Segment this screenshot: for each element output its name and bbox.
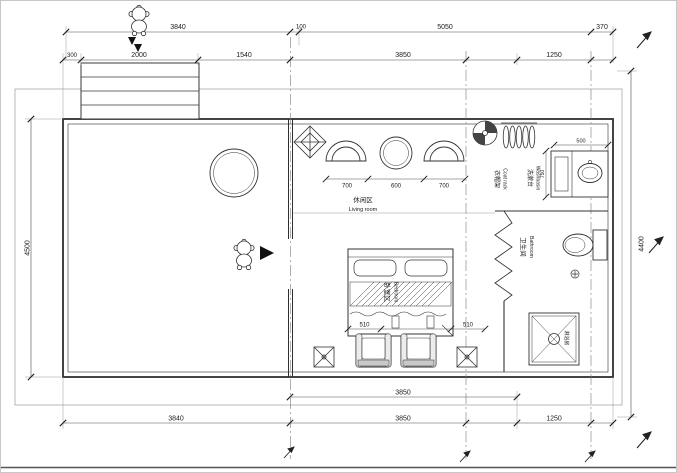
floor-socket-right	[456, 346, 478, 368]
dim-label: 4400	[639, 236, 646, 252]
dim-label: 1250	[546, 416, 562, 423]
round-table	[209, 148, 259, 198]
dim-washbasin-width	[550, 141, 612, 149]
dim-label: 600	[391, 184, 402, 190]
axis-end-mark-icon	[283, 446, 295, 459]
dim-ticks	[27, 115, 35, 381]
elevation-mark-top-right-icon	[636, 31, 652, 49]
bedroom-armchair-right	[400, 333, 437, 368]
dim-label: 3840	[168, 416, 184, 423]
blanket-line	[349, 311, 447, 317]
axis-end-mark-icon	[459, 450, 471, 463]
dim-label: 100	[296, 25, 307, 31]
elevation-mark-bottom-right-icon	[636, 431, 652, 449]
shower	[528, 312, 580, 366]
ceiling-fan-icon	[472, 120, 498, 146]
dim-label: 750	[540, 170, 546, 179]
dim-label: 510	[359, 323, 370, 329]
folding-door	[494, 210, 513, 302]
dim-top-row-1	[62, 26, 617, 63]
bedroom-armchair-left	[355, 333, 392, 368]
bathroom-label-zh: 卫生间	[519, 237, 528, 257]
washbasin-label-zh: 洗漱台	[526, 169, 534, 187]
building-walls	[62, 118, 614, 378]
dim-bottom-row-2	[59, 377, 617, 429]
bedroom-label-en: Bedroom	[393, 282, 399, 302]
dim-label: 2000	[131, 52, 147, 59]
dim-label: 700	[439, 184, 450, 190]
bed	[347, 248, 454, 337]
dim-label: 3850	[395, 390, 411, 397]
dim-label: 1250	[546, 52, 562, 59]
floor-socket-left	[313, 346, 335, 368]
dim-bottom-row-1	[286, 391, 521, 429]
elevation-mark-right-icon	[648, 236, 664, 254]
site-boundary	[14, 88, 623, 406]
dim-ticks	[627, 67, 635, 421]
axis-end-mark-icon	[584, 450, 596, 463]
dim-ticks	[59, 56, 617, 64]
dim-right-side	[617, 67, 637, 421]
floor-drain	[570, 269, 580, 279]
coat-rack-label-en: Coat rack	[502, 168, 508, 190]
washbasin-label-en: Washbasin	[535, 166, 541, 191]
living-armchair-right	[423, 140, 465, 162]
pillow-right	[404, 259, 448, 277]
bedroom-label-zh: 卧室区	[383, 282, 392, 302]
dim-label: 3850	[395, 52, 411, 59]
person-icon-middle	[233, 238, 255, 271]
dim-ticks	[59, 419, 617, 427]
bed-hatch	[349, 281, 453, 307]
dim-label: 700	[342, 184, 353, 190]
dim-label: 3850	[395, 416, 411, 423]
lamp-symbol	[293, 125, 327, 159]
dim-ticks	[344, 325, 489, 333]
entrance-steps	[80, 62, 200, 120]
living-table	[379, 136, 413, 170]
toilet	[562, 229, 608, 261]
partition-wall	[288, 119, 293, 377]
dim-label: 500	[576, 139, 585, 145]
blanket-fold	[441, 324, 454, 337]
axis-lines	[290, 37, 592, 459]
dim-label: 4500	[25, 240, 32, 256]
bathroom-walls	[494, 210, 608, 372]
dim-label: 1540	[236, 52, 252, 59]
axis-end-mark-icons	[283, 446, 596, 463]
dim-washbasin-depth	[542, 147, 550, 201]
coat-rack-label-zh: 衣帽架	[493, 170, 501, 188]
dim-ticks	[550, 141, 612, 149]
dim-bed	[344, 325, 489, 333]
dim-label: 3840	[170, 24, 186, 31]
dim-left-side	[25, 115, 61, 381]
entry-arrow-icons	[128, 37, 142, 52]
dim-label: 370	[596, 24, 608, 31]
elevation-mark-icons	[636, 31, 664, 449]
shower-label-zh: 淋浴房	[563, 330, 570, 345]
dim-ticks	[286, 393, 521, 401]
person-icon-top	[128, 4, 150, 37]
dim-label: 300	[67, 53, 78, 59]
direction-arrow-icon	[260, 246, 274, 260]
dim-label: 510	[463, 323, 474, 329]
dim-living-furniture	[322, 175, 469, 183]
dim-ticks	[322, 175, 469, 183]
living-armchair-left	[325, 140, 367, 162]
living-room-label-zh: 休闲区	[353, 195, 373, 204]
dim-label: 5050	[437, 24, 453, 31]
dim-ticks	[542, 147, 550, 201]
coat-rack	[501, 122, 537, 149]
living-room-label-en: Living room	[349, 207, 378, 213]
bathroom-label-en: Bathroom	[528, 236, 534, 258]
dim-ticks	[62, 28, 617, 36]
washbasin-counter	[550, 150, 609, 198]
pillow-left	[353, 259, 397, 277]
dim-top-row-2	[59, 53, 617, 119]
